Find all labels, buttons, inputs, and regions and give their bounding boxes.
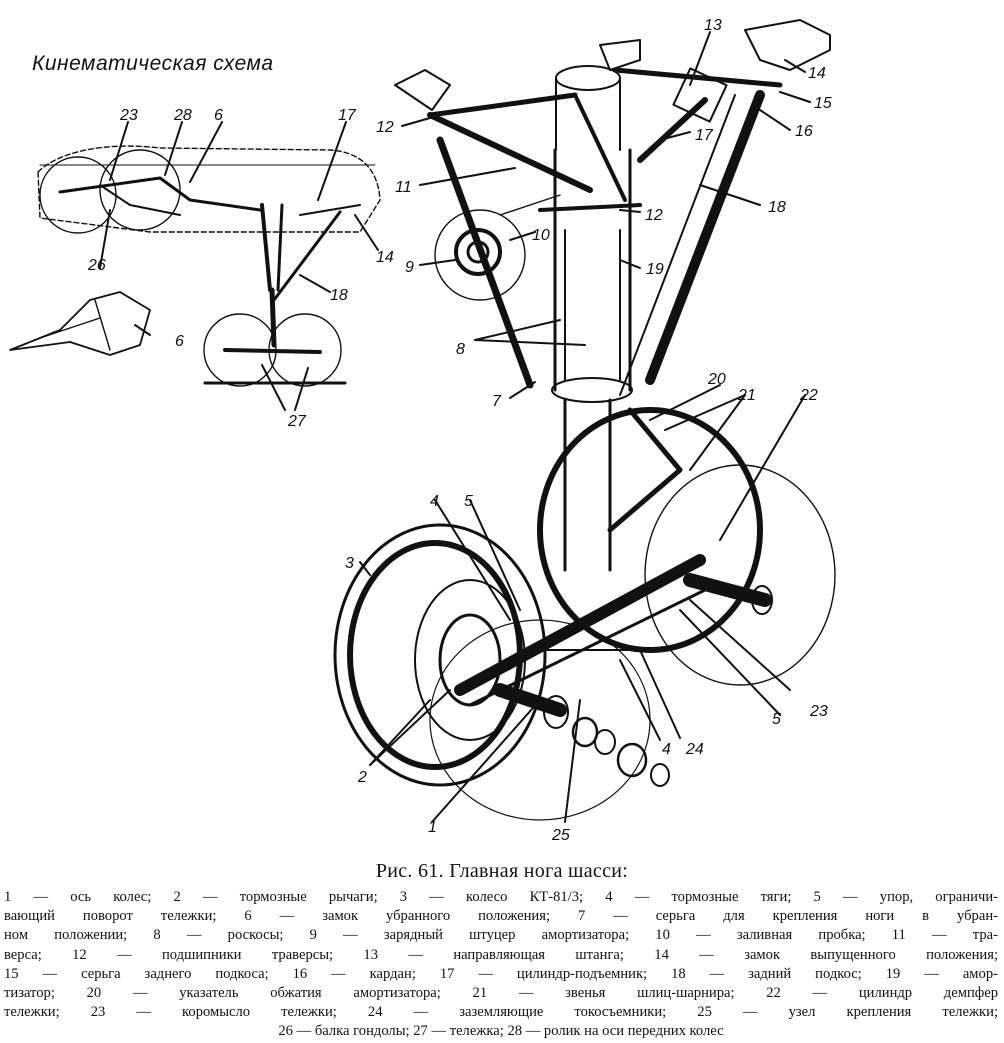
figure-title: Рис. 61. Главная нога шасси: bbox=[375, 860, 629, 882]
label-5: 5 bbox=[464, 493, 473, 510]
label-14: 14 bbox=[376, 249, 394, 266]
kinematic-scheme bbox=[9, 121, 381, 411]
kinematic-scheme-title: Кинематическая схема bbox=[32, 52, 274, 75]
label-12b: 12 bbox=[645, 207, 663, 224]
legend-line: ном положении; 8 — роскосы; 9 — зарядный… bbox=[4, 927, 998, 944]
label-3: 3 bbox=[345, 555, 354, 572]
label-21: 21 bbox=[737, 387, 756, 404]
legend-line: тизатор; 20 — указатель обжатия амортиза… bbox=[4, 985, 998, 1002]
label-24: 24 bbox=[685, 741, 704, 758]
legend-line: 26 — балка гондолы; 27 — тележка; 28 — р… bbox=[278, 1023, 724, 1040]
label-14: 14 bbox=[808, 65, 826, 82]
label-28: 28 bbox=[173, 107, 192, 124]
legend-line: вающий поворот тележки; 6 — замок убранн… bbox=[4, 908, 998, 925]
label-6: 6 bbox=[214, 107, 223, 124]
label-8: 8 bbox=[456, 341, 465, 358]
label-10: 10 bbox=[532, 227, 550, 244]
kinematic-labels: 23 28 6 17 26 14 18 27 6 bbox=[87, 107, 394, 430]
label-23: 23 bbox=[119, 107, 138, 124]
label-20: 20 bbox=[707, 371, 726, 388]
label-22: 22 bbox=[799, 387, 818, 404]
main-gear bbox=[333, 19, 836, 823]
label-25: 25 bbox=[551, 827, 570, 844]
label-16: 16 bbox=[795, 123, 813, 140]
label-26: 26 bbox=[87, 257, 106, 274]
label-4b: 4 bbox=[662, 741, 671, 758]
label-6b: 6 bbox=[175, 333, 184, 350]
legend-line: верса; 12 — подшипники траверсы; 13 — на… bbox=[4, 946, 998, 963]
legend-line: 1 — ось колес; 2 — тормозные рычаги; 3 —… bbox=[4, 889, 998, 905]
label-18: 18 bbox=[330, 287, 348, 304]
label-15: 15 bbox=[814, 95, 832, 112]
label-18: 18 bbox=[768, 199, 786, 216]
label-19: 19 bbox=[646, 261, 664, 278]
label-23: 23 bbox=[809, 703, 828, 720]
legend-line: 15 — серьга заднего подкоса; 16 — кардан… bbox=[4, 965, 998, 982]
legend-line: тележки; 23 — коромысло тележки; 24 — за… bbox=[4, 1004, 998, 1021]
label-13: 13 bbox=[704, 17, 722, 34]
label-17: 17 bbox=[695, 127, 714, 144]
label-7: 7 bbox=[492, 393, 502, 410]
label-5b: 5 bbox=[772, 711, 781, 728]
figure-legend: 1 — ось колес; 2 — тормозные рычаги; 3 —… bbox=[4, 888, 998, 1042]
label-11: 11 bbox=[395, 179, 412, 196]
landing-gear-diagram: 23 28 6 17 26 14 18 27 6 13 14 15 12 16 … bbox=[9, 17, 836, 844]
label-1: 1 bbox=[428, 819, 437, 836]
label-17: 17 bbox=[338, 107, 357, 124]
label-4: 4 bbox=[430, 493, 439, 510]
label-9: 9 bbox=[405, 259, 414, 276]
label-2: 2 bbox=[357, 769, 367, 786]
label-27: 27 bbox=[287, 413, 307, 430]
label-12: 12 bbox=[376, 119, 394, 136]
main-labels: 13 14 15 12 16 17 11 18 12 10 9 19 8 7 2… bbox=[345, 17, 832, 844]
